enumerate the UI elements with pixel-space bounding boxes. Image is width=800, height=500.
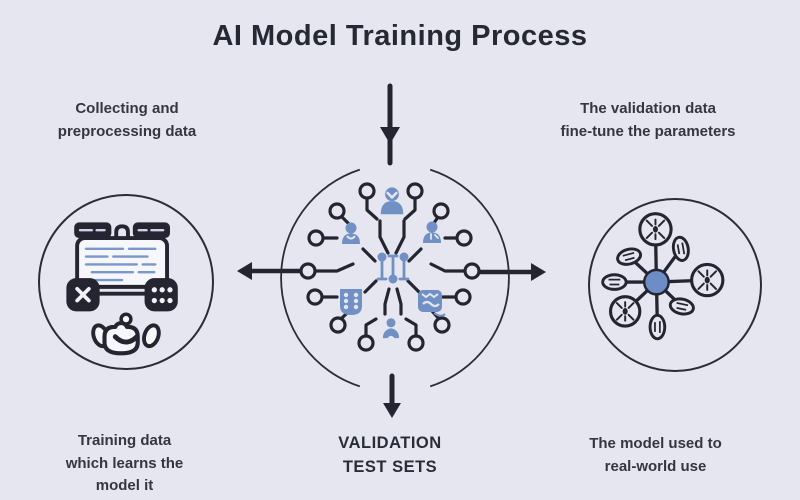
person-icon [423,221,441,243]
caption-validation-test-sets: VALIDATION TEST SETS [338,434,442,476]
model-node [588,198,762,372]
node-pill-icons [601,235,695,341]
machine-tabs-icon [74,222,170,239]
data-collection-node [38,194,214,370]
person-icon [380,187,404,215]
hub-icons [340,187,446,339]
person-icon [382,318,400,339]
person-icon [342,222,360,244]
caption-training-data: Training data which learns the model it [65,432,184,494]
data-card-icon [340,289,362,315]
page-title: AI Model Training Process [212,20,588,52]
sliders-icon [376,252,410,284]
hub-outline-circle [280,168,510,388]
book-icon [418,290,446,317]
caption-real-world-use: The model used to real-world use [589,435,722,475]
node-circle-icons [608,212,725,328]
data-preprocessing-machine-icon [66,222,178,356]
model-network-hub-icon [601,212,725,341]
caption-collecting-data: Collecting and preprocessing data [57,100,197,140]
caption-validation-data: The validation data fine-tune the parame… [560,100,736,140]
control-pads-icon [66,278,178,312]
robot-head-icon [91,312,161,356]
document-icon [75,236,169,289]
hub-center-node [643,268,670,296]
training-hub [280,168,510,388]
hub-nodes [299,182,481,352]
arrow-down-top-icon [380,83,400,166]
